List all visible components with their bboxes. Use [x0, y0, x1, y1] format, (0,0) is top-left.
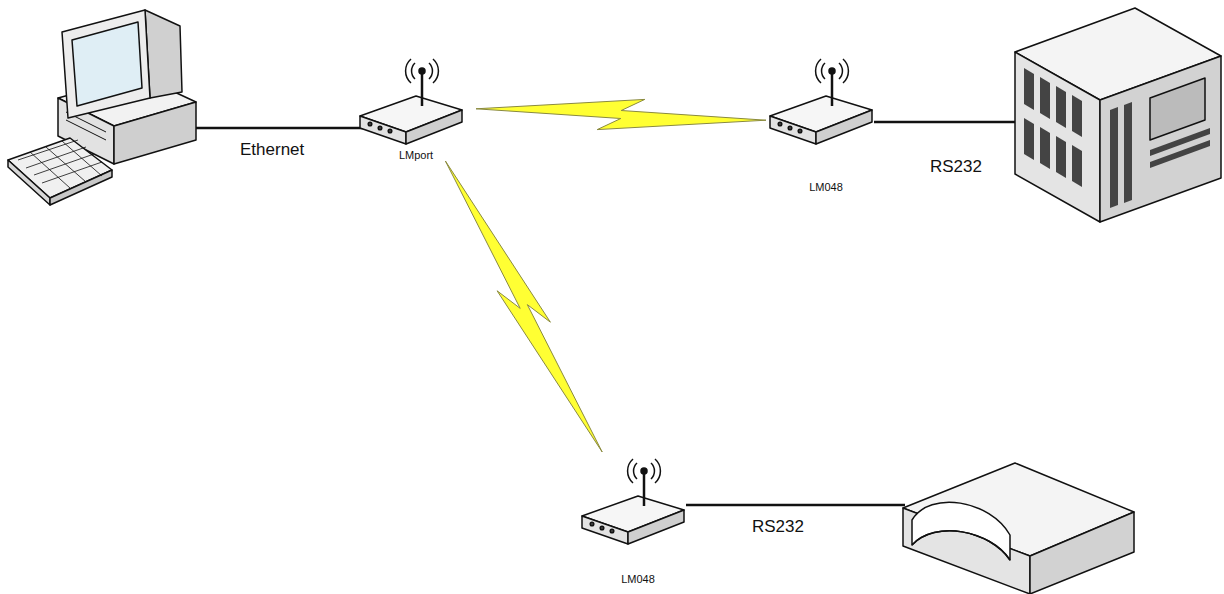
wireless-link [476, 99, 766, 129]
radio-modem-icon [766, 52, 876, 147]
radio-modem-icon [578, 452, 688, 547]
server-cabinet [1015, 8, 1221, 222]
link-label: Ethernet [240, 140, 304, 160]
card-reader-device [903, 463, 1134, 594]
device-label: LM048 [578, 573, 698, 585]
radio-modem: LM048 [766, 52, 886, 193]
radio-modem-icon [356, 52, 466, 147]
link-label: RS232 [930, 157, 982, 177]
rs232-wire [686, 504, 905, 507]
radio-modem: LMport [356, 52, 476, 161]
ethernet-wire [195, 127, 366, 130]
radio-modem: LM048 [578, 452, 698, 585]
device-label: LM048 [766, 181, 886, 193]
wireless-link [445, 161, 602, 452]
link-label: RS232 [752, 517, 804, 537]
device-label: LMport [356, 149, 476, 161]
computer-icon [8, 10, 196, 205]
